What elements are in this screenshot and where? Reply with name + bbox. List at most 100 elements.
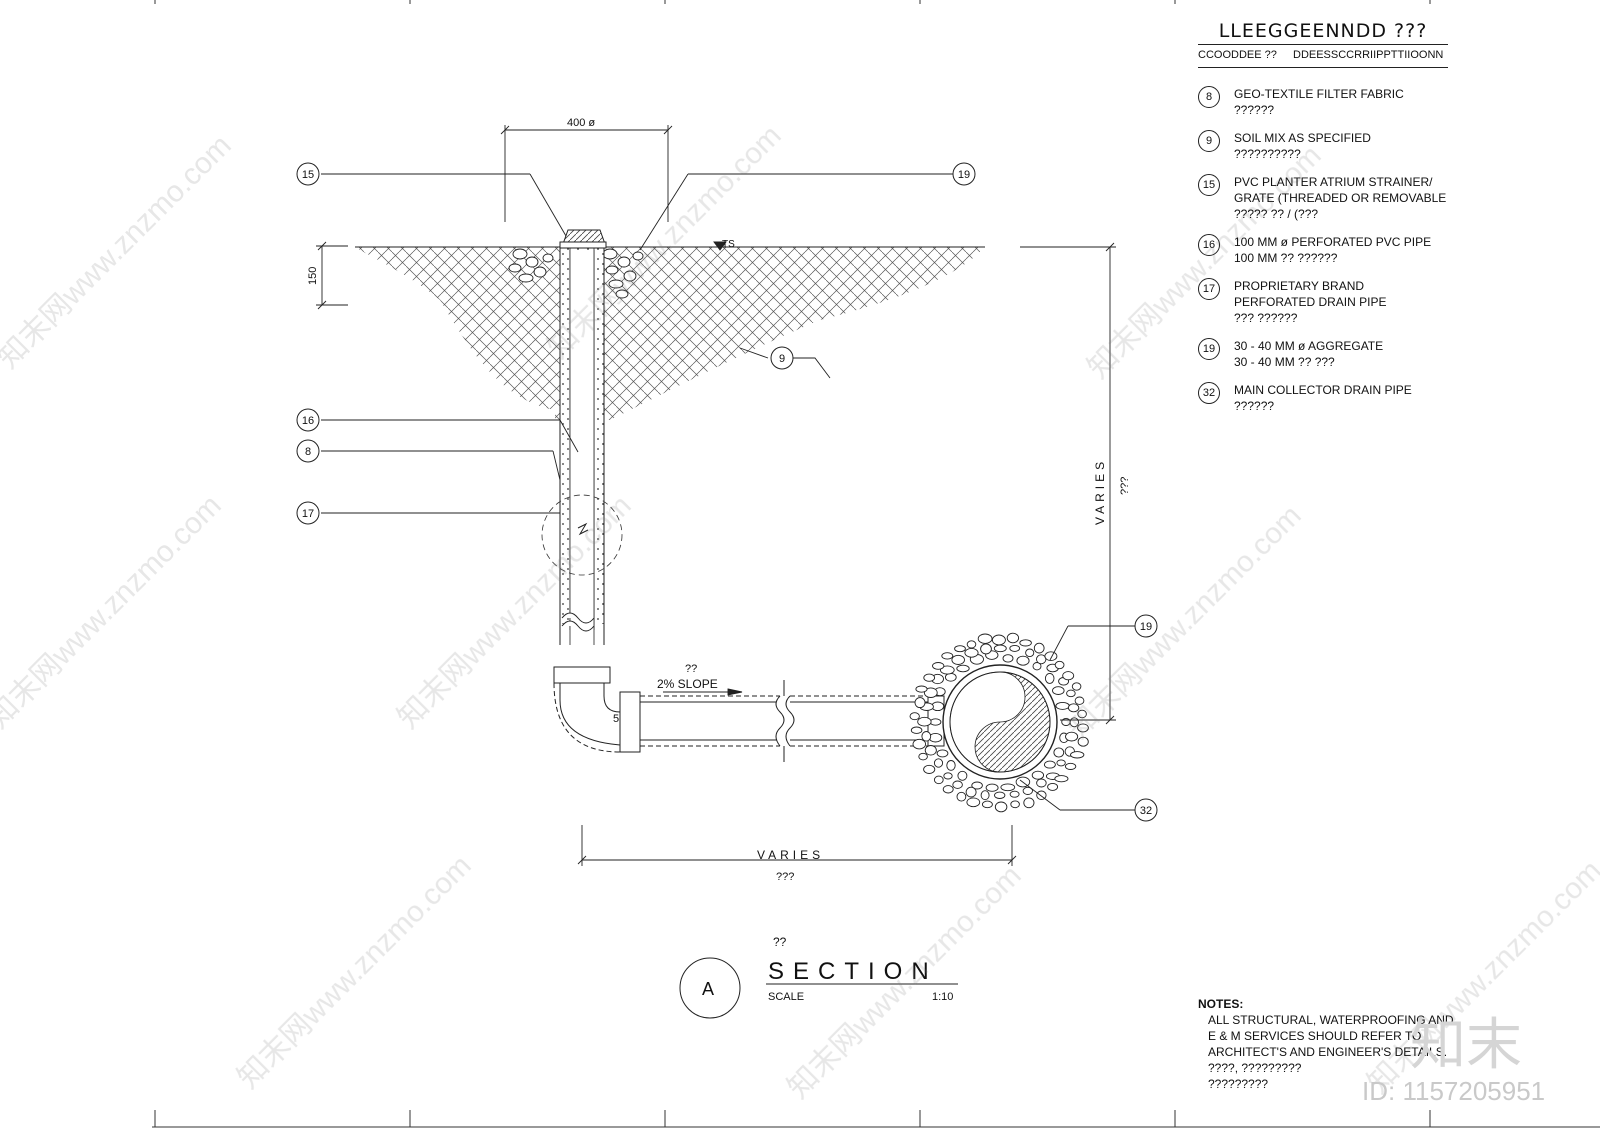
aggregate-stone: [1031, 770, 1045, 780]
dim-top-label: 400 ø: [567, 117, 595, 129]
aggregate-stone: [921, 731, 932, 742]
watermark-text: 知末网www.znzmo.com: [232, 849, 478, 1095]
varies-vertical-q: ???: [1119, 477, 1131, 495]
callout-circle: [1134, 614, 1158, 638]
aggregate-stone: [971, 781, 983, 790]
legend: LLEEGGEENNDD ??? CCOODDEE ?? DDEESSCCRRI…: [1198, 20, 1448, 426]
legend-description: PROPRIETARY BRAND PERFORATED DRAIN PIPE …: [1234, 279, 1387, 325]
section-marker: [679, 957, 741, 1019]
aggregate-stone: [1016, 655, 1030, 666]
callout-circle: [296, 501, 320, 525]
aggregate-stone: [1054, 775, 1069, 783]
aggregate-stone: [912, 738, 927, 750]
callout-label: 19: [958, 169, 970, 181]
callout-label: 8: [305, 446, 311, 458]
aggregate-stone: [1053, 747, 1065, 758]
callout-label: 19: [1140, 621, 1152, 633]
varies-horizontal: VARIES: [757, 848, 824, 862]
aggregate-stone: [1025, 648, 1035, 658]
legend-header: CCOODDEE ?? DDEESSCCRRIIPPTTIIOONN: [1198, 45, 1448, 68]
aggregate-stone: [917, 716, 932, 727]
aggregate-stone: [1044, 651, 1058, 662]
aggregate-stone: [964, 647, 979, 658]
aggregate-top: [508, 248, 644, 299]
legend-item: 32 MAIN COLLECTOR DRAIN PIPE ??????: [1198, 382, 1448, 414]
callout-circle: [770, 346, 794, 370]
aggregate-stone: [951, 654, 965, 665]
aggregate-stone: [929, 718, 942, 726]
legend-code: 8: [1198, 86, 1220, 108]
aggregate-stone: [918, 752, 928, 761]
callout-circle: [952, 162, 976, 186]
aggregate-stone: [923, 687, 938, 698]
legend-code: 17: [1198, 278, 1220, 300]
watermark-text: 知末网www.znzmo.com: [0, 129, 238, 375]
aggregate-stone: [993, 644, 1007, 653]
aggregate-stone: [1002, 654, 1014, 663]
aggregate-stone: [1009, 790, 1020, 798]
aggregate-stone: [941, 652, 954, 660]
aggregate-stone: [952, 780, 963, 789]
ts-label: TS: [722, 239, 735, 250]
aggregate-stone: [928, 732, 943, 743]
aggregate-stone: [956, 664, 970, 673]
aggregate-stone: [1010, 800, 1020, 809]
aggregate-stone: [1077, 723, 1089, 733]
aggregate-stone: [1047, 782, 1059, 791]
elbow-dim: 5: [613, 713, 619, 725]
aggregate-stone: [1074, 696, 1085, 705]
aggregate-stone: [980, 790, 990, 801]
aggregate-stone: [1043, 760, 1056, 769]
legend-item: 17 PROPRIETARY BRAND PERFORATED DRAIN PI…: [1198, 278, 1448, 326]
aggregate-stone: [936, 749, 949, 758]
legend-item: 19 30 - 40 MM ø AGGREGATE 30 - 40 MM ?? …: [1198, 338, 1448, 370]
aggregate-stone: [1009, 644, 1021, 652]
legend-item: 8 GEO-TEXTILE FILTER FABRIC ??????: [1198, 86, 1448, 118]
slope-q: ??: [685, 663, 697, 675]
notes: NOTES: ALL STRUCTURAL, WATERPROOFING AND…: [1198, 996, 1458, 1092]
watermark-text: 知末网www.znzmo.com: [1062, 499, 1308, 745]
aggregate-stone: [1006, 632, 1020, 644]
aggregate-stone: [933, 758, 944, 768]
aggregate-stone: [954, 645, 966, 653]
aggregate-stone: [1062, 671, 1075, 681]
aggregate-stone: [1019, 639, 1032, 647]
aggregate-stone: [985, 783, 999, 792]
callout-circle: [1134, 798, 1158, 822]
aggregate-stone: [939, 665, 955, 675]
aggregate-stone: [933, 775, 944, 785]
aggregate-stone: [1000, 783, 1016, 792]
aggregate-stone: [915, 685, 928, 693]
legend-code: 19: [1198, 338, 1220, 360]
legend-description: MAIN COLLECTOR DRAIN PIPE ??????: [1234, 383, 1412, 413]
legend-description: GEO-TEXTILE FILTER FABRIC ??????: [1234, 87, 1404, 117]
legend-code: 9: [1198, 130, 1220, 152]
watermark-logo: 知末: [1410, 1013, 1522, 1076]
aggregate-stone: [1077, 736, 1089, 747]
aggregate-stone: [943, 772, 953, 780]
scale-label: SCALE: [768, 991, 804, 1003]
legend-col-description: DDEESSCCRRIIPPTTIIOONN: [1293, 49, 1444, 61]
watermark-text: 知末网www.znzmo.com: [0, 489, 228, 735]
aggregate-stone: [1071, 682, 1082, 691]
aggregate-stone: [1036, 778, 1047, 788]
legend-col-code: CCOODDEE ??: [1198, 49, 1277, 61]
callout-label: 17: [302, 508, 314, 520]
aggregate-stone: [994, 801, 1008, 813]
scale-value: 1:10: [932, 991, 953, 1003]
aggregate-stone: [1052, 686, 1065, 695]
aggregate-stone: [932, 662, 945, 670]
aggregate-stone: [909, 712, 920, 721]
callout-circle: [296, 439, 320, 463]
aggregate-stone: [944, 672, 957, 682]
dim-left-label: 150: [307, 267, 319, 285]
aggregate-stone: [1023, 797, 1035, 809]
aggregate-stone: [1054, 660, 1065, 670]
aggregate-stone: [946, 760, 956, 771]
legend-item: 9 SOIL MIX AS SPECIFIED ??????????: [1198, 130, 1448, 162]
aggregate-stone: [1044, 672, 1055, 684]
aggregate-stone: [1064, 762, 1077, 770]
legend-list: 8 GEO-TEXTILE FILTER FABRIC ?????? 9 SOI…: [1198, 86, 1448, 414]
strainer-grate: [559, 229, 607, 249]
aggregate-stone: [1036, 654, 1047, 665]
